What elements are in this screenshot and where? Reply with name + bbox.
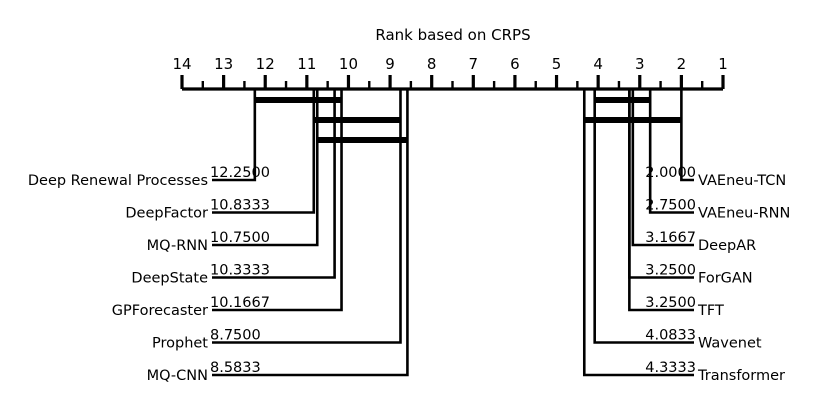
method-rank-value: 4.3333 [645,360,696,376]
method-name-label: Prophet [152,336,208,352]
clique-bars [254,97,682,143]
method-connector-line [212,89,316,214]
method-name-label: DeepState [131,271,208,287]
method-name-label: VAEneu-TCN [698,173,786,189]
right-method-connectors [582,89,694,377]
method-connector-line [212,89,343,312]
method-name-label: GPForecaster [112,303,208,319]
method-rank-value: 2.0000 [645,165,696,181]
method-rank-value: 3.2500 [645,263,696,279]
method-rank-value: 3.1667 [645,230,696,246]
axis-tick-label: 6 [510,55,520,73]
method-rank-value: 4.0833 [645,328,696,344]
axis-tick-label: 2 [677,55,687,73]
method-rank-value: 10.8333 [210,198,270,214]
method-rank-value: 2.7500 [645,198,696,214]
method-name-label: VAEneu-RNN [698,206,790,222]
axis-tick-label: 7 [469,55,479,73]
method-rank-value: 8.7500 [210,328,261,344]
method-rank-value: 10.3333 [210,263,270,279]
axis-tick-label: 4 [593,55,603,73]
method-name-label: Wavenet [698,336,762,352]
method-connector-line [212,89,336,279]
axis-tick-label: 10 [339,55,358,73]
axis-tick-label: 14 [172,55,191,73]
method-name-label: Transformer [697,368,785,384]
method-connector-line [212,89,409,377]
method-rank-value: 3.2500 [645,295,696,311]
method-name-label: DeepAR [698,238,756,254]
chart-title: Rank based on CRPS [375,26,530,44]
method-connector-line [680,89,694,182]
method-name-label: MQ-CNN [147,368,208,384]
method-name-label: Deep Renewal Processes [28,173,208,189]
axis-tick-label: 12 [256,55,275,73]
axis-tick-label: 1 [718,55,728,73]
right-method-labels: VAEneu-TCN2.0000VAEneu-RNN2.7500DeepAR3.… [645,165,790,384]
method-name-label: DeepFactor [125,206,208,222]
axis-tick-label: 9 [385,55,395,73]
method-connector-line [631,89,694,247]
method-rank-value: 8.5833 [210,360,261,376]
axis-major-ticks [180,75,725,89]
method-name-label: TFT [697,303,724,319]
method-connector-line [212,89,257,182]
axis-tick-label: 3 [635,55,645,73]
axis-minor-ticks [201,81,704,89]
method-rank-value: 12.2500 [210,165,270,181]
method-connector-line [628,89,694,312]
axis-tick-label: 8 [427,55,437,73]
method-name-label: ForGAN [698,271,753,287]
method-rank-value: 10.1667 [210,295,270,311]
axis-tick-label: 5 [552,55,562,73]
axis-group: 14 13 12 11 10 9 8 7 6 5 4 3 2 1 [172,55,728,91]
axis-tick-label: 11 [297,55,316,73]
axis-tick-label: 13 [214,55,233,73]
method-connector-line [582,89,694,377]
method-name-label: MQ-RNN [147,238,208,254]
axis-tick-labels: 14 13 12 11 10 9 8 7 6 5 4 3 2 1 [172,55,727,73]
method-connector-line [212,89,402,344]
method-connector-line [593,89,694,344]
method-rank-value: 10.7500 [210,230,270,246]
method-connector-line [648,89,694,214]
